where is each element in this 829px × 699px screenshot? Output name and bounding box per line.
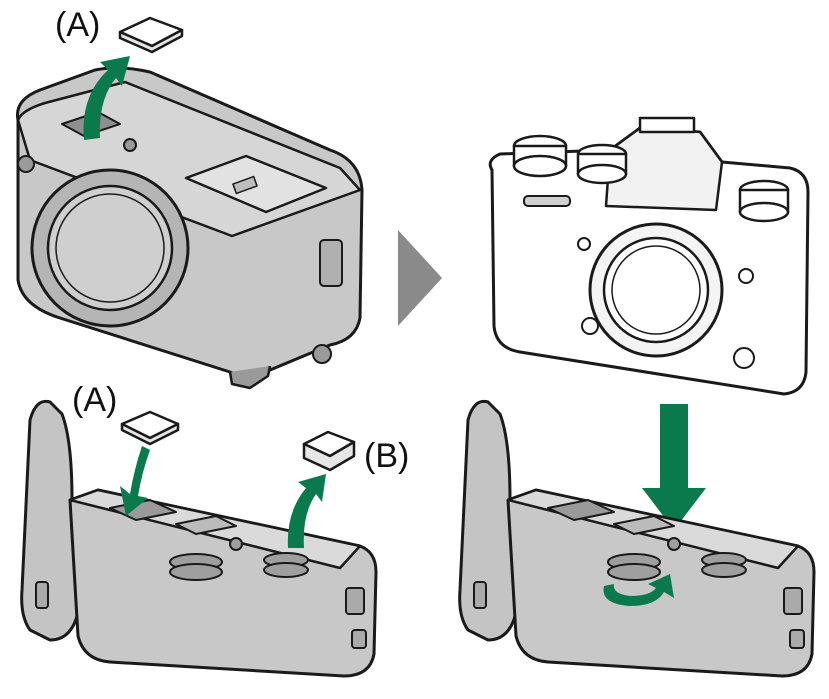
strap-lug	[17, 155, 35, 173]
af-lamp	[577, 237, 591, 251]
camera-bottom-view	[15, 66, 364, 390]
front-command-dial	[523, 195, 571, 207]
side-port-cover	[319, 239, 343, 287]
battery-grip-right	[458, 399, 816, 678]
camera-front-view	[488, 116, 810, 396]
play-triangle-icon	[398, 230, 442, 326]
grip-side-terminal	[345, 587, 365, 615]
down-arrow-icon	[642, 404, 706, 530]
lens-mount-cap-rim	[55, 193, 165, 303]
lens-mount-cap	[46, 184, 174, 312]
focus-mode-selector	[733, 347, 755, 369]
screw-hole	[123, 138, 137, 152]
part-b-label-bottom: (B)	[364, 437, 410, 475]
camera-feet	[228, 365, 272, 390]
part-a-bottom	[120, 410, 180, 446]
top-dials	[512, 134, 790, 223]
hot-shoe	[638, 116, 696, 134]
lens-release-button	[581, 317, 599, 335]
part-a-label-bottom: (A)	[72, 381, 118, 419]
rotate-arrow-icon	[603, 574, 674, 606]
grip-dials	[169, 537, 309, 581]
curved-up-arrow-icon	[83, 56, 130, 140]
curved-up-arrow-icon-b	[287, 474, 326, 548]
down-arrow-icon-a	[120, 446, 150, 516]
part-a-top	[118, 16, 184, 54]
battery-door-grip	[232, 175, 258, 195]
part-b-bottom	[302, 430, 356, 472]
lens-mount-cap-front	[602, 236, 710, 344]
function-button	[738, 268, 754, 284]
dial-bottom	[312, 344, 332, 364]
part-a-label-top: (A)	[55, 6, 101, 44]
